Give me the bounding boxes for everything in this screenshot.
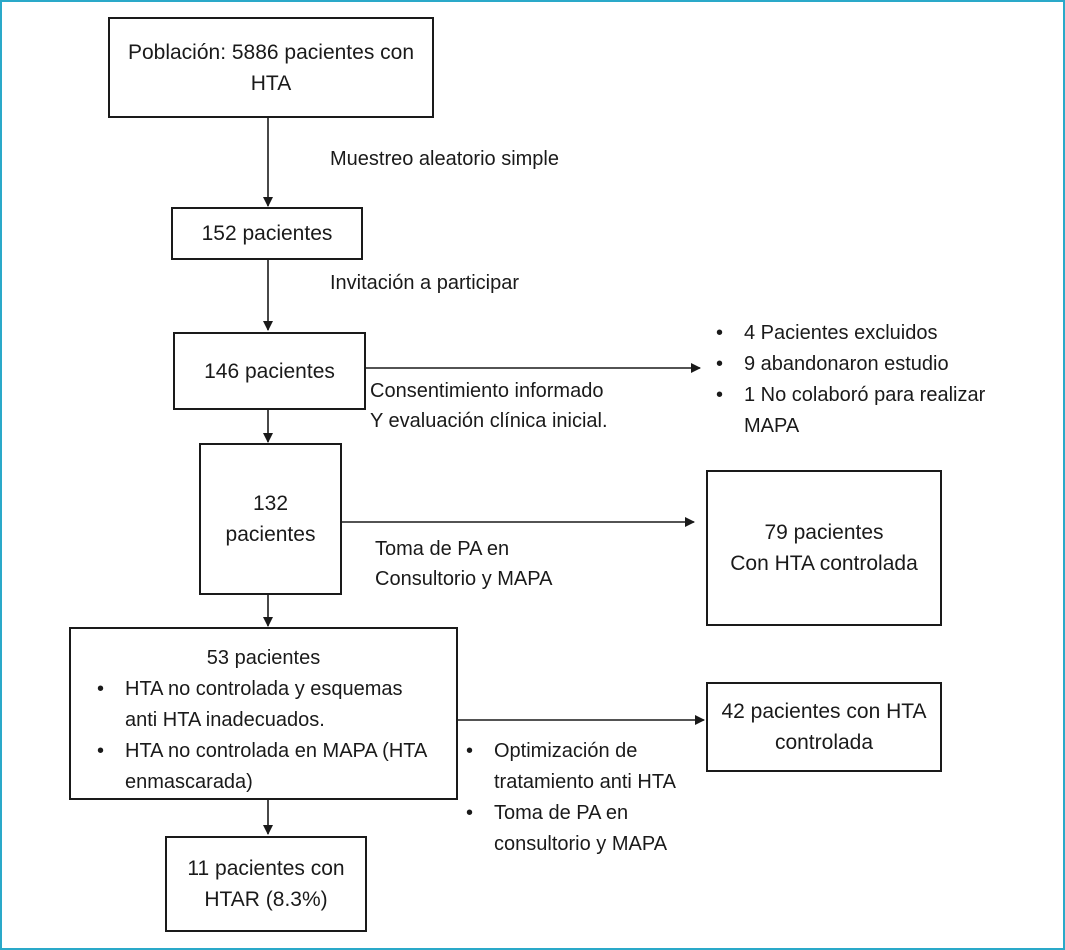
exclusion-item: 1 No colaboró para realizar MAPA (710, 380, 985, 442)
exclusions-list: 4 Pacientes excluidos 9 abandonaron estu… (710, 318, 985, 442)
population-line2: HTA (250, 71, 292, 95)
bp-measurement-label: Toma de PA en Consultorio y MAPA (375, 534, 552, 594)
bp-line2: Consultorio y MAPA (375, 568, 553, 590)
evaluated-132-line2: pacientes (225, 523, 316, 546)
consent-label: Consentimiento informado Y evaluación cl… (370, 376, 608, 436)
treatment-item: Toma de PA en consultorio y MAPA (460, 798, 676, 860)
treatment-item: Optimización de tratamiento anti HTA (460, 736, 676, 798)
uncontrolled-53-item: HTA no controlada y esquemas anti HTA in… (91, 674, 456, 736)
controlled-42-box: 42 pacientes con HTA controlada (706, 682, 942, 772)
consent-line2: Y evaluación clínica inicial. (370, 410, 608, 432)
exclusion-item: 4 Pacientes excluidos (710, 318, 985, 349)
treatment-list: Optimización de tratamiento anti HTA Tom… (460, 736, 676, 860)
controlled-42-line2: controlada (774, 731, 874, 754)
evaluated-132-box: 132 pacientes (199, 443, 342, 595)
resistant-11-box: 11 pacientes con HTAR (8.3%) (165, 836, 367, 932)
sample-152-text: 152 pacientes (201, 222, 333, 245)
evaluated-132-line1: 132 (252, 492, 289, 515)
exclusion-item: 9 abandonaron estudio (710, 349, 985, 380)
uncontrolled-53-item: HTA no controlada en MAPA (HTA enmascara… (91, 736, 456, 798)
bp-line1: Toma de PA en (375, 538, 510, 560)
invited-146-box: 146 pacientes (173, 332, 366, 410)
population-line1: Población: 5886 pacientes con (127, 40, 415, 64)
population-box: Población: 5886 pacientes con HTA (108, 17, 434, 118)
sampling-label: Muestreo aleatorio simple (330, 148, 559, 170)
uncontrolled-53-box: 53 pacientes HTA no controlada y esquema… (69, 627, 458, 800)
controlled-79-line1: 79 pacientes (764, 521, 884, 544)
sample-152-box: 152 pacientes (171, 207, 363, 260)
invited-146-text: 146 pacientes (204, 359, 335, 383)
controlled-79-line2: Con HTA controlada (730, 552, 918, 575)
controlled-79-box: 79 pacientes Con HTA controlada (706, 470, 942, 626)
resistant-11-line1: 11 pacientes con (187, 857, 345, 880)
invitation-label: Invitación a participar (330, 272, 519, 294)
consent-line1: Consentimiento informado (370, 380, 604, 402)
uncontrolled-53-title: 53 pacientes (206, 647, 321, 669)
resistant-11-line2: HTAR (8.3%) (204, 888, 328, 911)
controlled-42-line1: 42 pacientes con HTA (721, 700, 927, 723)
